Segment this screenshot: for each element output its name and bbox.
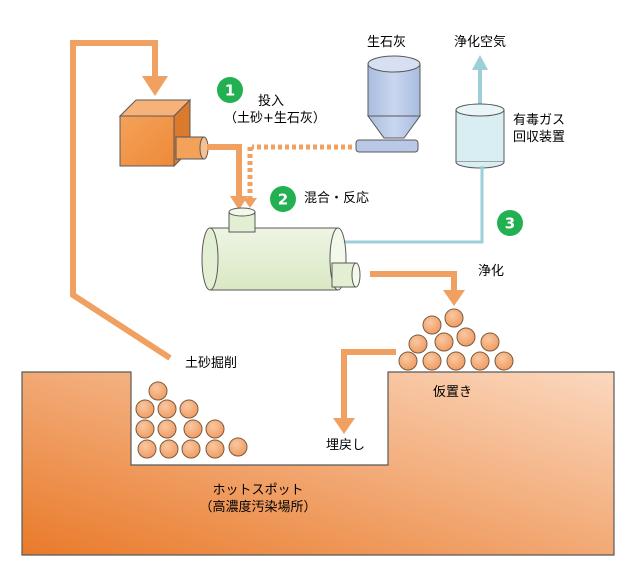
step-badge-2: 2 [270,186,296,212]
soil-feed-arrow [207,144,242,200]
step-badge-1: 1 [217,77,243,103]
purify-label: 浄化 [478,264,505,279]
gas-device-label-line2: 回収装置 [513,130,566,145]
hotspot-description-label: （高濃度汚染場所） [199,500,317,515]
excavation-flow-arrow [70,40,172,361]
purify-flow-arrow [370,271,457,292]
hotspot-ground [21,371,615,556]
purified-air-label: 浄化空気 [454,35,507,50]
backfill-flow-arrow [341,349,396,420]
excavation-arrowhead [142,76,168,96]
soil-feed-arrowhead [230,196,248,210]
hotspot-label: ホットスポット [212,483,304,498]
step-badge-3: 3 [497,210,523,236]
quicklime-feed-arrowhead [243,198,257,208]
mixer-drum [201,207,361,291]
input-material-label: （土砂+生石灰） [224,111,326,126]
purified-air-arrowhead [472,55,488,70]
input-label: 投入 [258,94,285,109]
backfill-label: 埋戻し [326,438,366,453]
temporary-soil-pile [398,308,514,371]
svg-text:3: 3 [505,215,515,233]
quicklime-label: 生石灰 [367,35,407,50]
temporary-placement-label: 仮置き [433,385,473,400]
backfill-arrowhead [333,418,355,434]
purify-arrowhead [443,290,465,306]
svg-text:2: 2 [278,191,288,209]
gas-device-label-line1: 有毒ガス [513,113,566,128]
gas-recovery-device [455,103,505,169]
input-hopper [118,98,209,168]
mixing-label: 混合・反応 [304,191,370,206]
excavation-label: 土砂掘削 [185,356,238,371]
gas-pipe [332,166,484,244]
svg-text:1: 1 [225,82,235,100]
quicklime-silo [355,55,421,153]
pit-soil-pile [135,381,248,459]
